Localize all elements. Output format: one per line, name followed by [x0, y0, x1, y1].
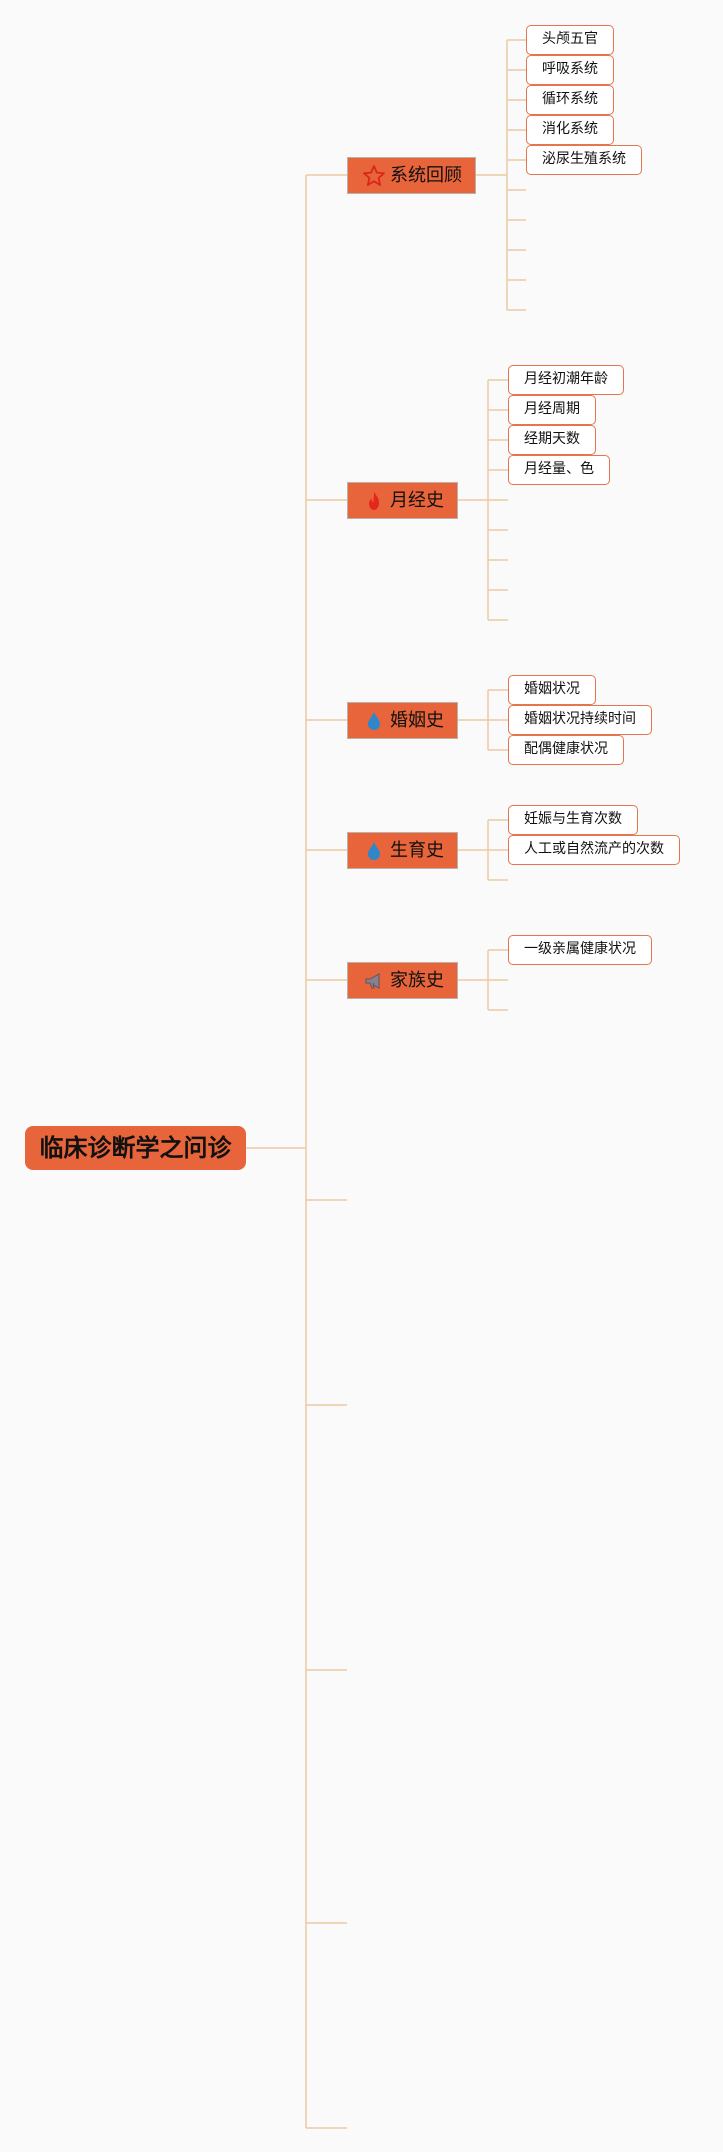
leaf-topic[interactable]: 泌尿生殖系统 [526, 145, 642, 175]
leaf-topic[interactable]: 消化系统 [526, 115, 614, 145]
branch-topic-marital-history[interactable]: 婚姻史 [347, 702, 458, 739]
root-topic[interactable]: 临床诊断学之问诊 [25, 1126, 246, 1170]
flame-icon [362, 489, 386, 513]
leaf-topic[interactable]: 月经初潮年龄 [508, 365, 624, 395]
branch-label: 婚姻史 [390, 710, 444, 731]
branch-label: 月经史 [390, 490, 444, 511]
leaf-topic[interactable]: 妊娠与生育次数 [508, 805, 638, 835]
leaf-topic[interactable]: 月经量、色 [508, 455, 610, 485]
leaf-topic[interactable]: 配偶健康状况 [508, 735, 624, 765]
leaf-topic[interactable]: 头颅五官 [526, 25, 614, 55]
water-drop-icon [362, 839, 386, 863]
leaf-topic[interactable]: 循环系统 [526, 85, 614, 115]
branch-topic-reproductive-history[interactable]: 生育史 [347, 832, 458, 869]
branch-topic-system-review[interactable]: 系统回顾 [347, 157, 476, 194]
leaf-topic[interactable]: 月经周期 [508, 395, 596, 425]
branch-topic-menstrual-history[interactable]: 月经史 [347, 482, 458, 519]
branch-label: 生育史 [390, 840, 444, 861]
leaf-topic[interactable]: 呼吸系统 [526, 55, 614, 85]
leaf-topic[interactable]: 人工或自然流产的次数 [508, 835, 680, 865]
branch-label: 家族史 [390, 970, 444, 991]
leaf-topic[interactable]: 一级亲属健康状况 [508, 935, 652, 965]
megaphone-icon [362, 969, 386, 993]
leaf-topic[interactable]: 经期天数 [508, 425, 596, 455]
leaf-topic[interactable]: 婚姻状况 [508, 675, 596, 705]
branch-label: 系统回顾 [390, 165, 462, 186]
leaf-topic[interactable]: 婚姻状况持续时间 [508, 705, 652, 735]
branch-topic-family-history[interactable]: 家族史 [347, 962, 458, 999]
water-drop-icon [362, 709, 386, 733]
star-icon [362, 164, 386, 188]
